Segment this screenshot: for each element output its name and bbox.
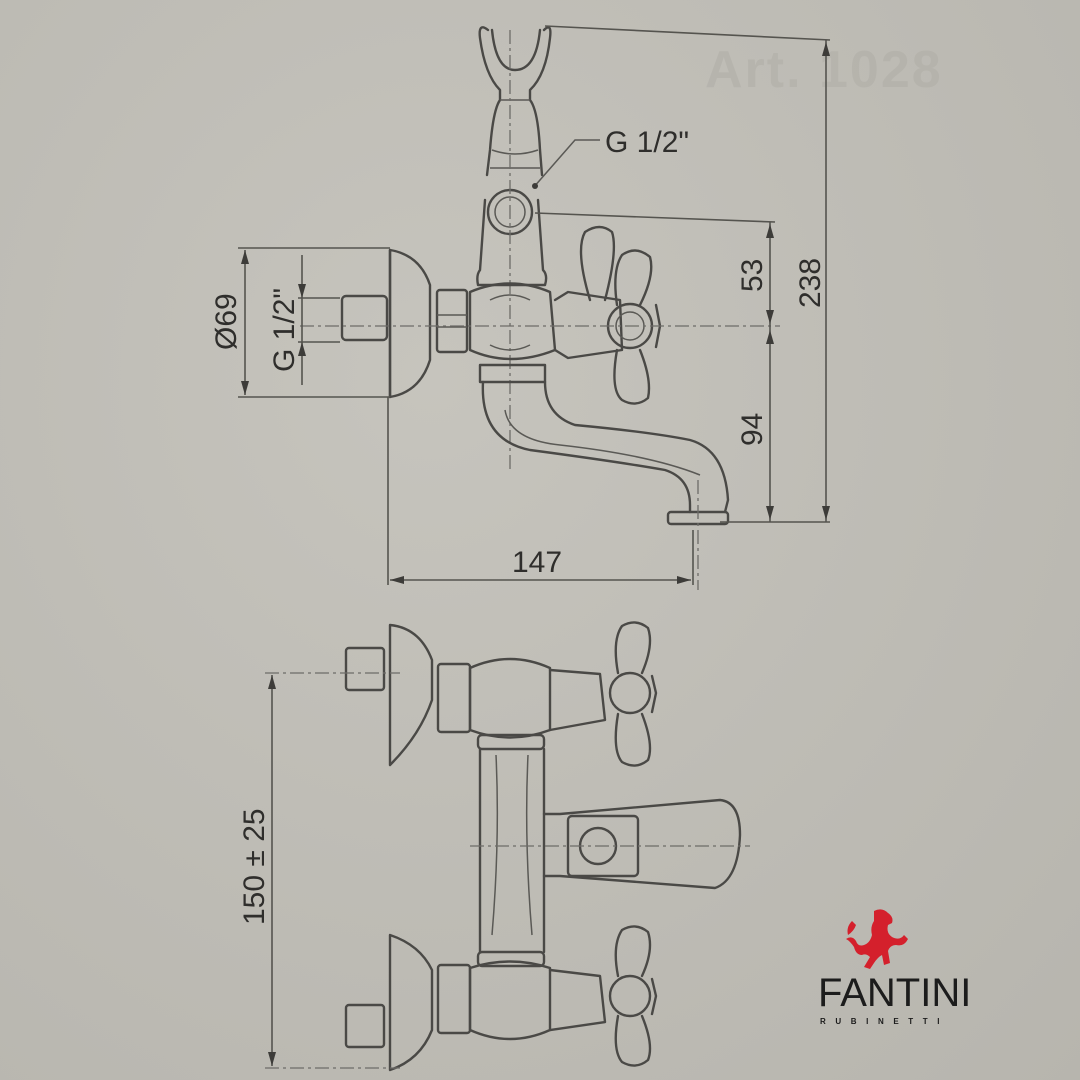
- brand-name: FANTINI: [818, 971, 972, 1015]
- fantini-logo: FANTINI RUBINETTI: [808, 905, 978, 1035]
- prancing-horse-icon: [846, 909, 908, 969]
- label-phi69: Ø69: [210, 293, 243, 350]
- label-150-25: 150 ± 25: [238, 808, 271, 925]
- dim-150: 150 ± 25: [238, 675, 276, 1066]
- show-through-text: Art. 1028: [705, 41, 943, 99]
- front-view: 150 ± 25: [238, 621, 750, 1072]
- dim-147: 147: [387, 397, 694, 585]
- dim-phi69: Ø69: [210, 247, 390, 398]
- brand-subtitle: RUBINETTI: [820, 1017, 950, 1026]
- dim-g-half-inlet: G 1/2": [268, 255, 340, 385]
- mixer-body: [468, 282, 730, 590]
- dim-vertical-right: 53 94 238: [534, 25, 831, 523]
- shower-holder: [476, 26, 552, 470]
- label-147: 147: [512, 546, 562, 579]
- front-lower-valve: [265, 925, 658, 1072]
- front-upper-valve: [265, 621, 658, 767]
- label-g-half-inlet: G 1/2": [268, 288, 301, 372]
- label-238: 238: [794, 258, 827, 308]
- side-view: G 1/2": [210, 25, 831, 590]
- wall-rosette: [340, 248, 469, 399]
- cross-handle: [300, 225, 780, 405]
- label-94: 94: [736, 413, 769, 446]
- label-53: 53: [736, 259, 769, 292]
- label-g-half-holder: G 1/2": [605, 126, 689, 159]
- front-column: [470, 747, 750, 954]
